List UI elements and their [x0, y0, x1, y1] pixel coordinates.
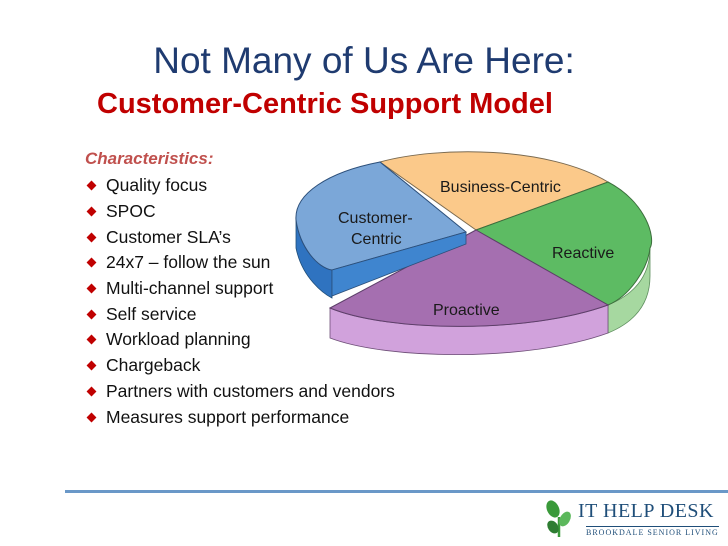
pie-slice-customer-centric: [295, 161, 468, 271]
logo-tagline: BROOKDALE SENIOR LIVING: [586, 526, 719, 537]
pie-label-reactive: Reactive: [552, 245, 614, 262]
list-item: Customer SLA’s: [85, 224, 395, 250]
list-item-text: Workload planning: [106, 329, 251, 350]
slide-title: Not Many of Us Are Here:: [153, 40, 575, 81]
list-item-text: Quality focus: [106, 175, 208, 196]
diamond-bullet-icon: [86, 360, 97, 371]
list-item-text: Chargeback: [106, 355, 201, 376]
list-item-text: Customer SLA’s: [106, 226, 231, 247]
list-item: Self service: [85, 301, 395, 327]
leaf-sprout-icon: [546, 500, 571, 537]
list-item-text: Partners with customers and vendors: [106, 380, 395, 401]
support-model-pie: Customer- Centric Business-Centric React…: [295, 151, 653, 356]
list-item: Chargeback: [85, 353, 395, 379]
list-item: Partners with customers and vendors: [85, 379, 395, 405]
list-item: Measures support performance: [85, 404, 395, 430]
list-item: SPOC: [85, 199, 395, 225]
diamond-bullet-icon: [86, 257, 97, 268]
slide-subtitle: Customer-Centric Support Model: [97, 88, 553, 120]
pie-label-customer-line1: Customer-: [338, 210, 413, 227]
list-item-text: SPOC: [106, 201, 156, 222]
list-item-text: Multi-channel support: [106, 278, 274, 299]
footer-divider: [65, 490, 728, 493]
list-item: Multi-channel support: [85, 276, 395, 302]
pie-label-proactive: Proactive: [433, 302, 500, 319]
list-item-text: Self service: [106, 303, 197, 324]
list-item: Workload planning: [85, 327, 395, 353]
characteristics-list: Quality focus SPOC Customer SLA’s 24x7 –…: [85, 173, 395, 430]
list-item: Quality focus: [85, 173, 395, 199]
list-item-text: Measures support performance: [106, 406, 350, 427]
diamond-bullet-icon: [86, 386, 97, 397]
diamond-bullet-icon: [86, 206, 97, 217]
pie-label-customer-line2: Centric: [351, 231, 402, 248]
diamond-bullet-icon: [86, 283, 97, 294]
list-item: 24x7 – follow the sun: [85, 250, 395, 276]
diamond-bullet-icon: [86, 309, 97, 320]
pie-slice-business-centric: [378, 151, 610, 231]
diamond-bullet-icon: [86, 232, 97, 243]
diamond-bullet-icon: [86, 335, 97, 345]
pie-label-business-centric: Business-Centric: [440, 179, 561, 196]
pie-slice-customer-centric-edge: [331, 231, 467, 297]
characteristics-label: Characteristics:: [85, 149, 214, 168]
diamond-bullet-icon: [86, 412, 97, 422]
diamond-bullet-icon: [86, 180, 97, 191]
pie-slice-reactive: [474, 181, 653, 306]
pie-slice-proactive: [328, 229, 610, 327]
list-item-text: 24x7 – follow the sun: [106, 252, 271, 273]
logo-name: IT HELP DESK: [578, 500, 714, 522]
